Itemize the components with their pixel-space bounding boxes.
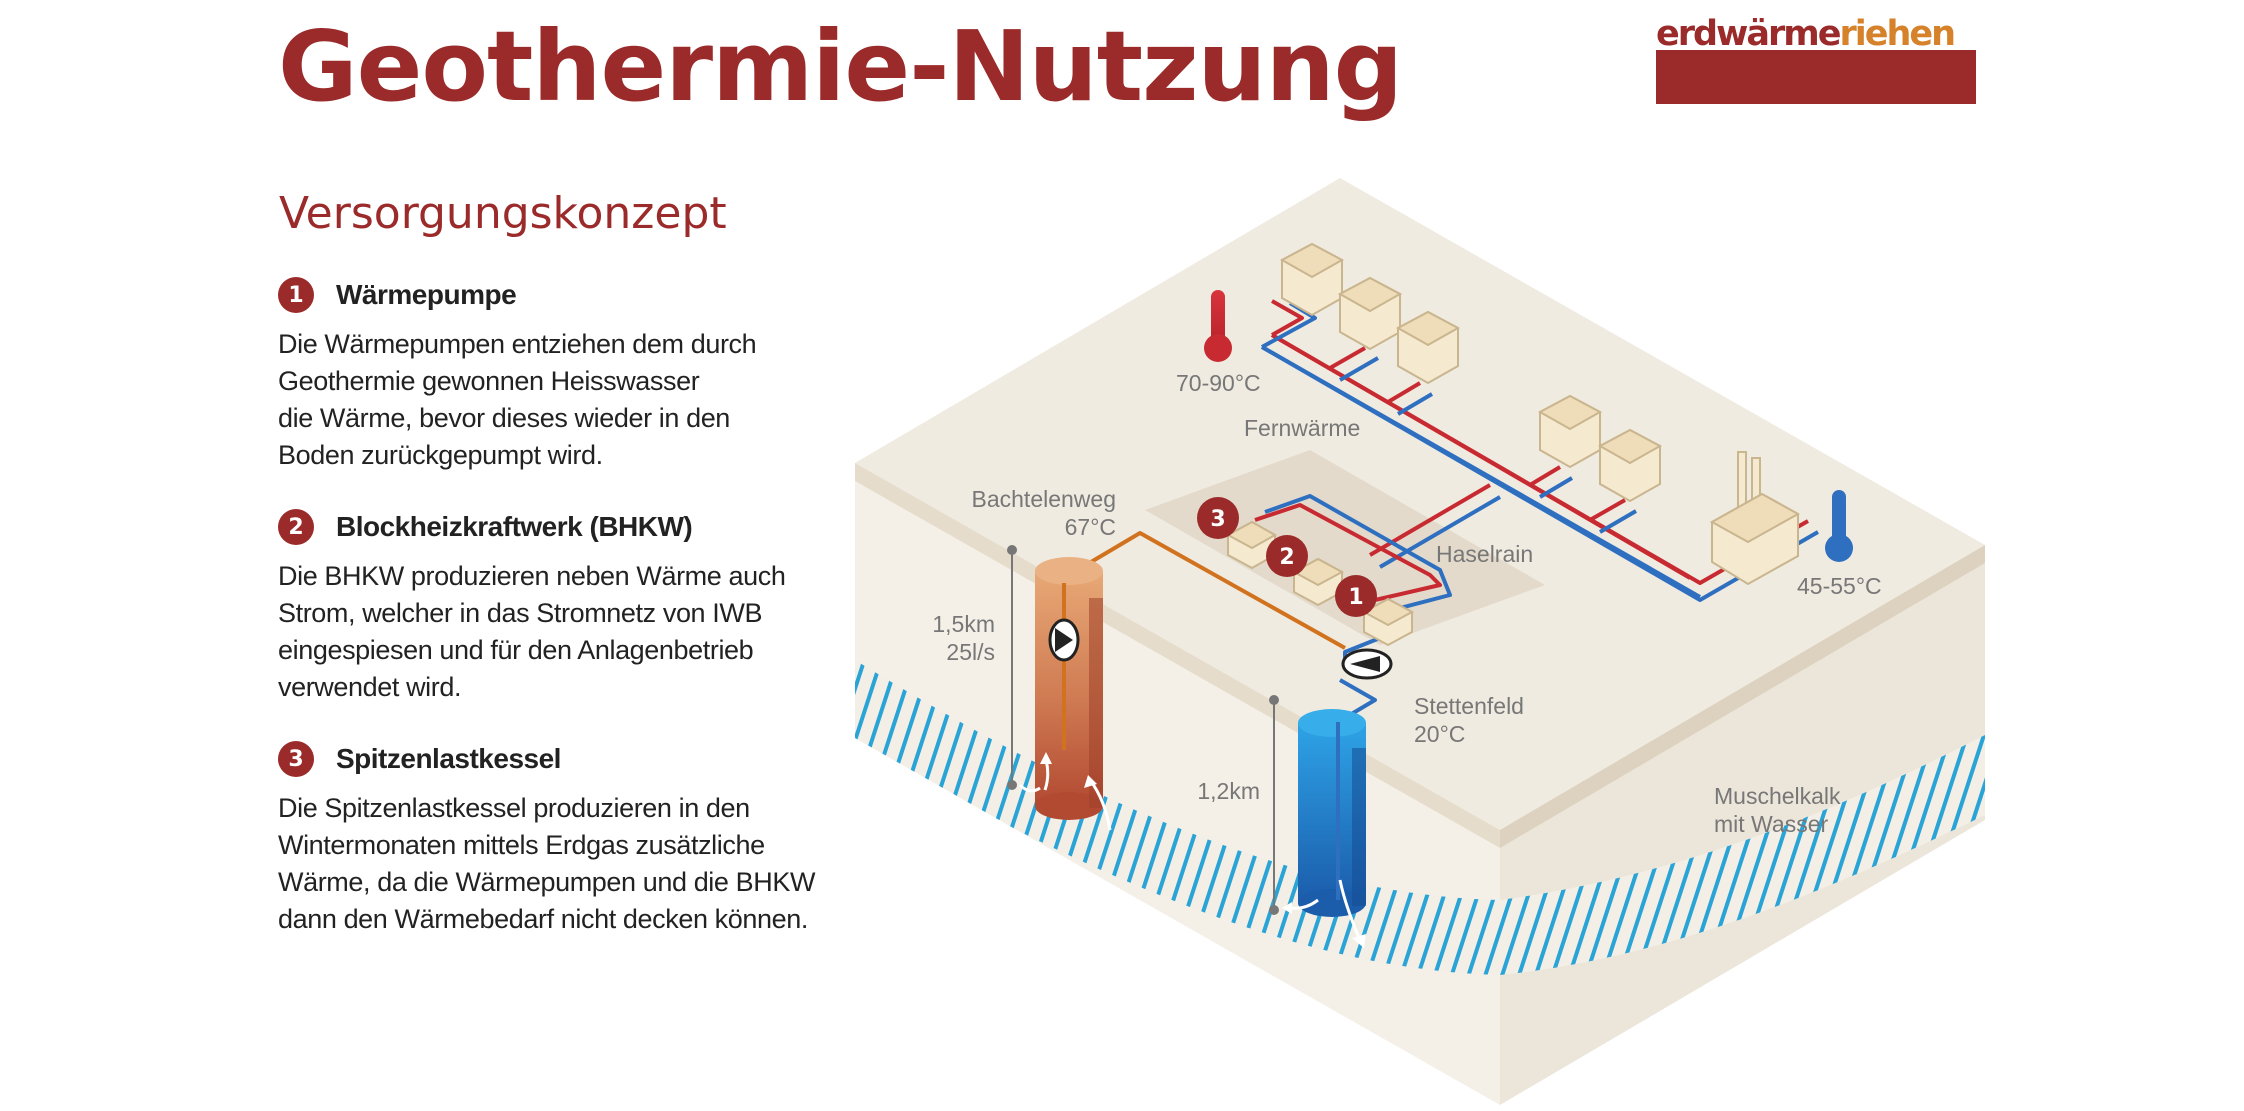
number-badge: 3 [278, 741, 314, 777]
label-well1-depth: 1,5km [932, 611, 995, 637]
label-temp-cold: 45-55°C [1797, 573, 1882, 599]
cold-link-district [1378, 495, 1502, 569]
label-haselrain: Haselrain [1436, 541, 1533, 567]
label-mit-wasser: mit Wasser [1714, 811, 1828, 837]
flow-arrow-icon [1338, 879, 1362, 941]
well-shading [1352, 748, 1366, 906]
cold-branch-2 [1338, 356, 1380, 382]
aquifer-layer [855, 660, 1985, 975]
cold-branch-5 [1598, 509, 1638, 534]
item-title: Blockheizkraftwerk (BHKW) [336, 511, 693, 542]
label-bachtelenweg: Bachtelenweg [972, 486, 1117, 512]
description-line: verwendet wird. [278, 672, 462, 702]
badge-number: 1 [1348, 585, 1363, 610]
diagram-badge-2: 2 [1266, 535, 1308, 577]
badge-number: 2 [1279, 545, 1294, 570]
brand-logo: erdwärmeriehen [1656, 16, 1976, 104]
house [1597, 428, 1663, 503]
label-well1-flow: 25l/s [946, 639, 995, 665]
cold-branch-4 [1538, 476, 1574, 499]
production-well-bachtelenweg [1018, 557, 1112, 831]
description-line: Wintermonaten mittels Erdgas zusätzliche [278, 830, 765, 860]
concept-item-waermepumpe: 1 Wärmepumpe Die Wärmepumpen entziehen d… [278, 276, 838, 474]
hot-branch-3 [1386, 381, 1422, 404]
logo-part-riehen: riehen [1839, 14, 1956, 54]
injection-well-stettenfeld [1282, 709, 1366, 948]
cold-loop-plant [1264, 494, 1452, 614]
flow-arrow-icon [1289, 898, 1319, 910]
badge-number: 3 [1210, 507, 1225, 532]
description-line: Strom, welcher in das Stromnetz von IWB [278, 598, 763, 628]
page-title: Geothermie-Nutzung [278, 10, 1403, 123]
logo-part-erdwaerme: erdwärme [1656, 14, 1841, 54]
building-waermepumpe [1361, 597, 1415, 647]
depth-marker-well2 [1269, 695, 1279, 915]
well-shading [1089, 598, 1103, 808]
concept-item-bhkw: 2 Blockheizkraftwerk (BHKW) Die BHKW pro… [278, 508, 838, 706]
label-bachtelenweg-temp: 67°C [1065, 514, 1116, 540]
description-line: Die Spitzenlastkessel produzieren in den [278, 793, 750, 823]
label-stettenfeld-temp: 20°C [1414, 721, 1465, 747]
house [1537, 394, 1603, 469]
section-heading: Versorgungskonzept [279, 188, 727, 239]
description-line: dann den Wärmebedarf nicht decken können… [278, 904, 808, 934]
pump-icon [1048, 618, 1080, 662]
cold-branch-3 [1396, 392, 1434, 416]
hot-loop-plant [1254, 503, 1442, 602]
number-badge: 1 [278, 277, 314, 313]
pump-icon [1341, 648, 1393, 680]
houses-row-top [1279, 242, 1461, 385]
label-temp-hot: 70-90°C [1176, 370, 1261, 396]
logo-bar [1656, 50, 1976, 104]
diagram-badge-3: 3 [1197, 497, 1239, 539]
muschelkalk-water-layer [855, 660, 1985, 975]
house [1395, 310, 1461, 385]
label-stettenfeld: Stettenfeld [1414, 693, 1524, 719]
heating-plant [1709, 451, 1801, 586]
thermometer-cold-icon [1825, 490, 1853, 562]
logo-text: erdwärmeriehen [1656, 14, 1956, 54]
thermometer-hot-icon [1204, 290, 1232, 362]
description-line: Wärme, da die Wärmepumpen und die BHKW [278, 867, 816, 897]
hot-branch-2 [1329, 346, 1366, 370]
item-description: Die Spitzenlastkessel produzieren in den… [278, 790, 838, 938]
label-well2-depth: 1,2km [1197, 778, 1260, 804]
hot-branch-5 [1589, 498, 1626, 522]
well-top [1035, 557, 1103, 585]
description-line: eingespiesen und für den Anlagenbetrieb [278, 635, 754, 665]
description-line: Die Wärmepumpen entziehen dem durch [278, 329, 757, 359]
label-muschelkalk: Muschelkalk [1714, 783, 1841, 809]
flow-arrow-icon [1018, 783, 1041, 793]
depth-marker-well1 [1007, 545, 1017, 790]
item-description: Die BHKW produzieren neben Wärme auch St… [278, 558, 838, 706]
diagram-badge-1: 1 [1335, 575, 1377, 617]
hot-branch-4 [1528, 465, 1562, 487]
plant-buildings [1225, 520, 1415, 647]
number-badge: 2 [278, 509, 314, 545]
ground-top [855, 178, 1985, 830]
ground-edge-right [1500, 545, 1985, 848]
description-line: Geothermie gewonnen Heisswasser [278, 366, 700, 396]
label-fernwaerme: Fernwärme [1244, 415, 1360, 441]
item-description: Die Wärmepumpen entziehen dem durch Geot… [278, 326, 838, 474]
description-line: Boden zurückgepumpt wird. [278, 440, 603, 470]
houses-row-right [1537, 394, 1663, 503]
description-line: Die BHKW produzieren neben Wärme auch [278, 561, 786, 591]
description-line: die Wärme, bevor dieses wieder in den [278, 403, 730, 433]
building-bhkw [1291, 557, 1345, 607]
concept-item-spitzenlastkessel: 3 Spitzenlastkessel Die Spitzenlastkesse… [278, 740, 838, 938]
well-top [1298, 709, 1366, 737]
hot-branch-1 [1271, 299, 1304, 337]
item-title: Wärmepumpe [336, 279, 517, 310]
item-title: Spitzenlastkessel [336, 743, 561, 774]
well-bottom [1035, 792, 1103, 820]
house [1279, 242, 1345, 317]
ground-front-right [1500, 545, 1985, 1105]
